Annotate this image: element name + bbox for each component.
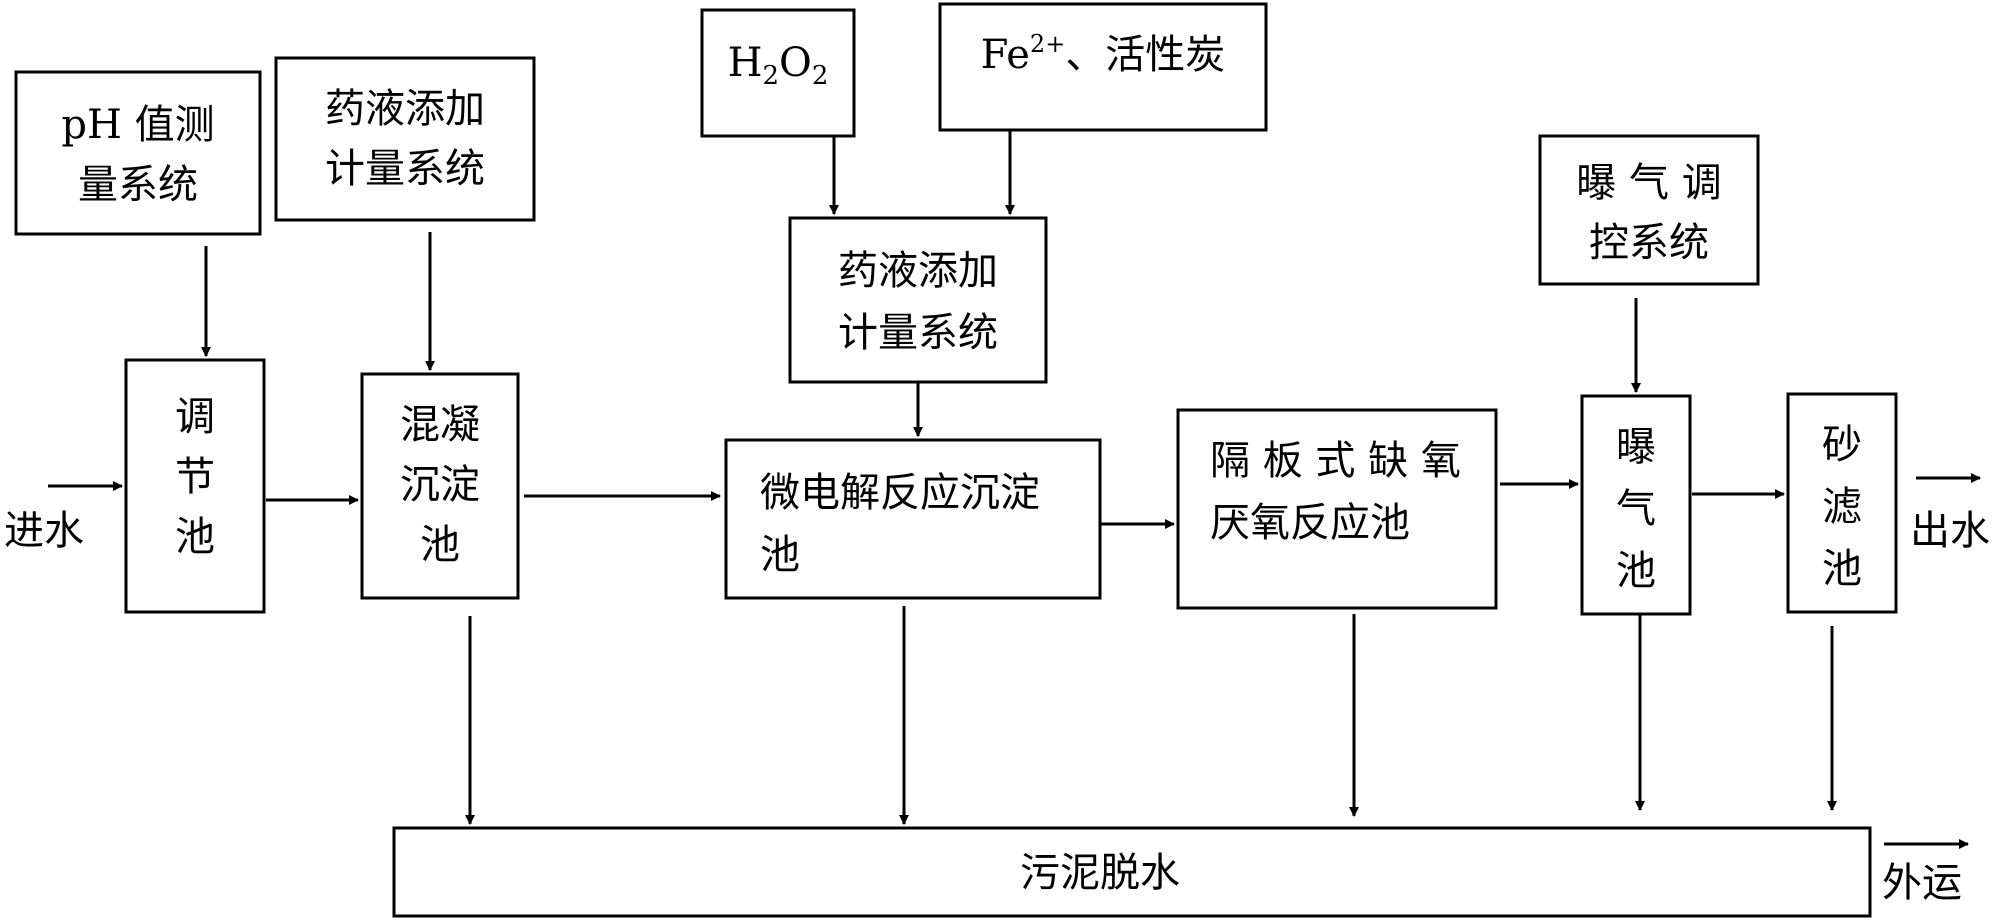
- coagulation-tank-line3: 池: [420, 522, 460, 568]
- regulating-tank-char1: 调: [175, 394, 215, 440]
- inlet-label: 进水: [4, 508, 84, 554]
- sand-filter-box: 砂 滤 池: [1786, 392, 1898, 614]
- h2o2-label: H2O2: [728, 40, 829, 91]
- regulating-tank-char3: 池: [175, 514, 215, 560]
- coagulation-sedimentation-tank-box: 混凝 沉淀 池: [360, 372, 520, 600]
- ph-system-line1: pH 值测: [61, 102, 214, 148]
- micro-electrolysis-line2: 池: [760, 532, 800, 578]
- dosing-system-2-line2: 计量系统: [838, 310, 998, 356]
- transport-label: 外运: [1882, 860, 1962, 906]
- aeration-control-line1: 曝 气 调: [1576, 160, 1721, 206]
- sand-filter-char2: 滤: [1822, 484, 1862, 530]
- aeration-tank-char2: 气: [1616, 486, 1656, 532]
- baffled-anoxic-anaerobic-reactor-box: 隔 板 式 缺 氧 厌氧反应池: [1176, 408, 1498, 610]
- baffled-reactor-line1: 隔 板 式 缺 氧: [1210, 438, 1461, 484]
- sand-filter-char1: 砂: [1822, 422, 1862, 468]
- aeration-tank-char3: 池: [1616, 548, 1656, 594]
- outlet-label: 出水: [1910, 508, 1990, 554]
- aeration-control-system-box: 曝 气 调 控系统: [1538, 134, 1760, 286]
- regulating-tank-box: 调 节 池: [124, 358, 266, 614]
- coagulation-tank-line1: 混凝: [400, 402, 480, 448]
- dosing-system-1-line2: 计量系统: [325, 146, 485, 192]
- dosing-system-1-line1: 药液添加: [325, 86, 485, 132]
- micro-electrolysis-tank-box: 微电解反应沉淀 池: [724, 438, 1102, 600]
- micro-electrolysis-line1: 微电解反应沉淀: [760, 470, 1040, 516]
- sludge-dewatering-label: 污泥脱水: [1020, 850, 1180, 896]
- sludge-dewatering-box: 污泥脱水: [392, 826, 1872, 918]
- coagulation-tank-line2: 沉淀: [400, 462, 480, 508]
- dosing-system-2-line1: 药液添加: [838, 248, 998, 294]
- dosing-metering-system-1-box: 药液添加 计量系统: [274, 56, 536, 222]
- dosing-metering-system-2-box: 药液添加 计量系统: [788, 216, 1048, 384]
- ph-measurement-system-box: pH 值测 量系统: [14, 70, 262, 236]
- aeration-tank-char1: 曝: [1616, 424, 1656, 470]
- h2o2-box: H2O2: [700, 8, 856, 138]
- fe-activated-carbon-label: Fe2+、活性炭: [981, 30, 1226, 78]
- aeration-tank-box: 曝 气 池: [1580, 394, 1692, 616]
- ph-system-line2: 量系统: [78, 162, 198, 208]
- regulating-tank-char2: 节: [175, 454, 215, 500]
- baffled-reactor-line2: 厌氧反应池: [1210, 500, 1410, 546]
- fe-activated-carbon-box: Fe2+、活性炭: [938, 2, 1268, 132]
- sand-filter-char3: 池: [1822, 546, 1862, 592]
- aeration-control-line2: 控系统: [1589, 220, 1709, 266]
